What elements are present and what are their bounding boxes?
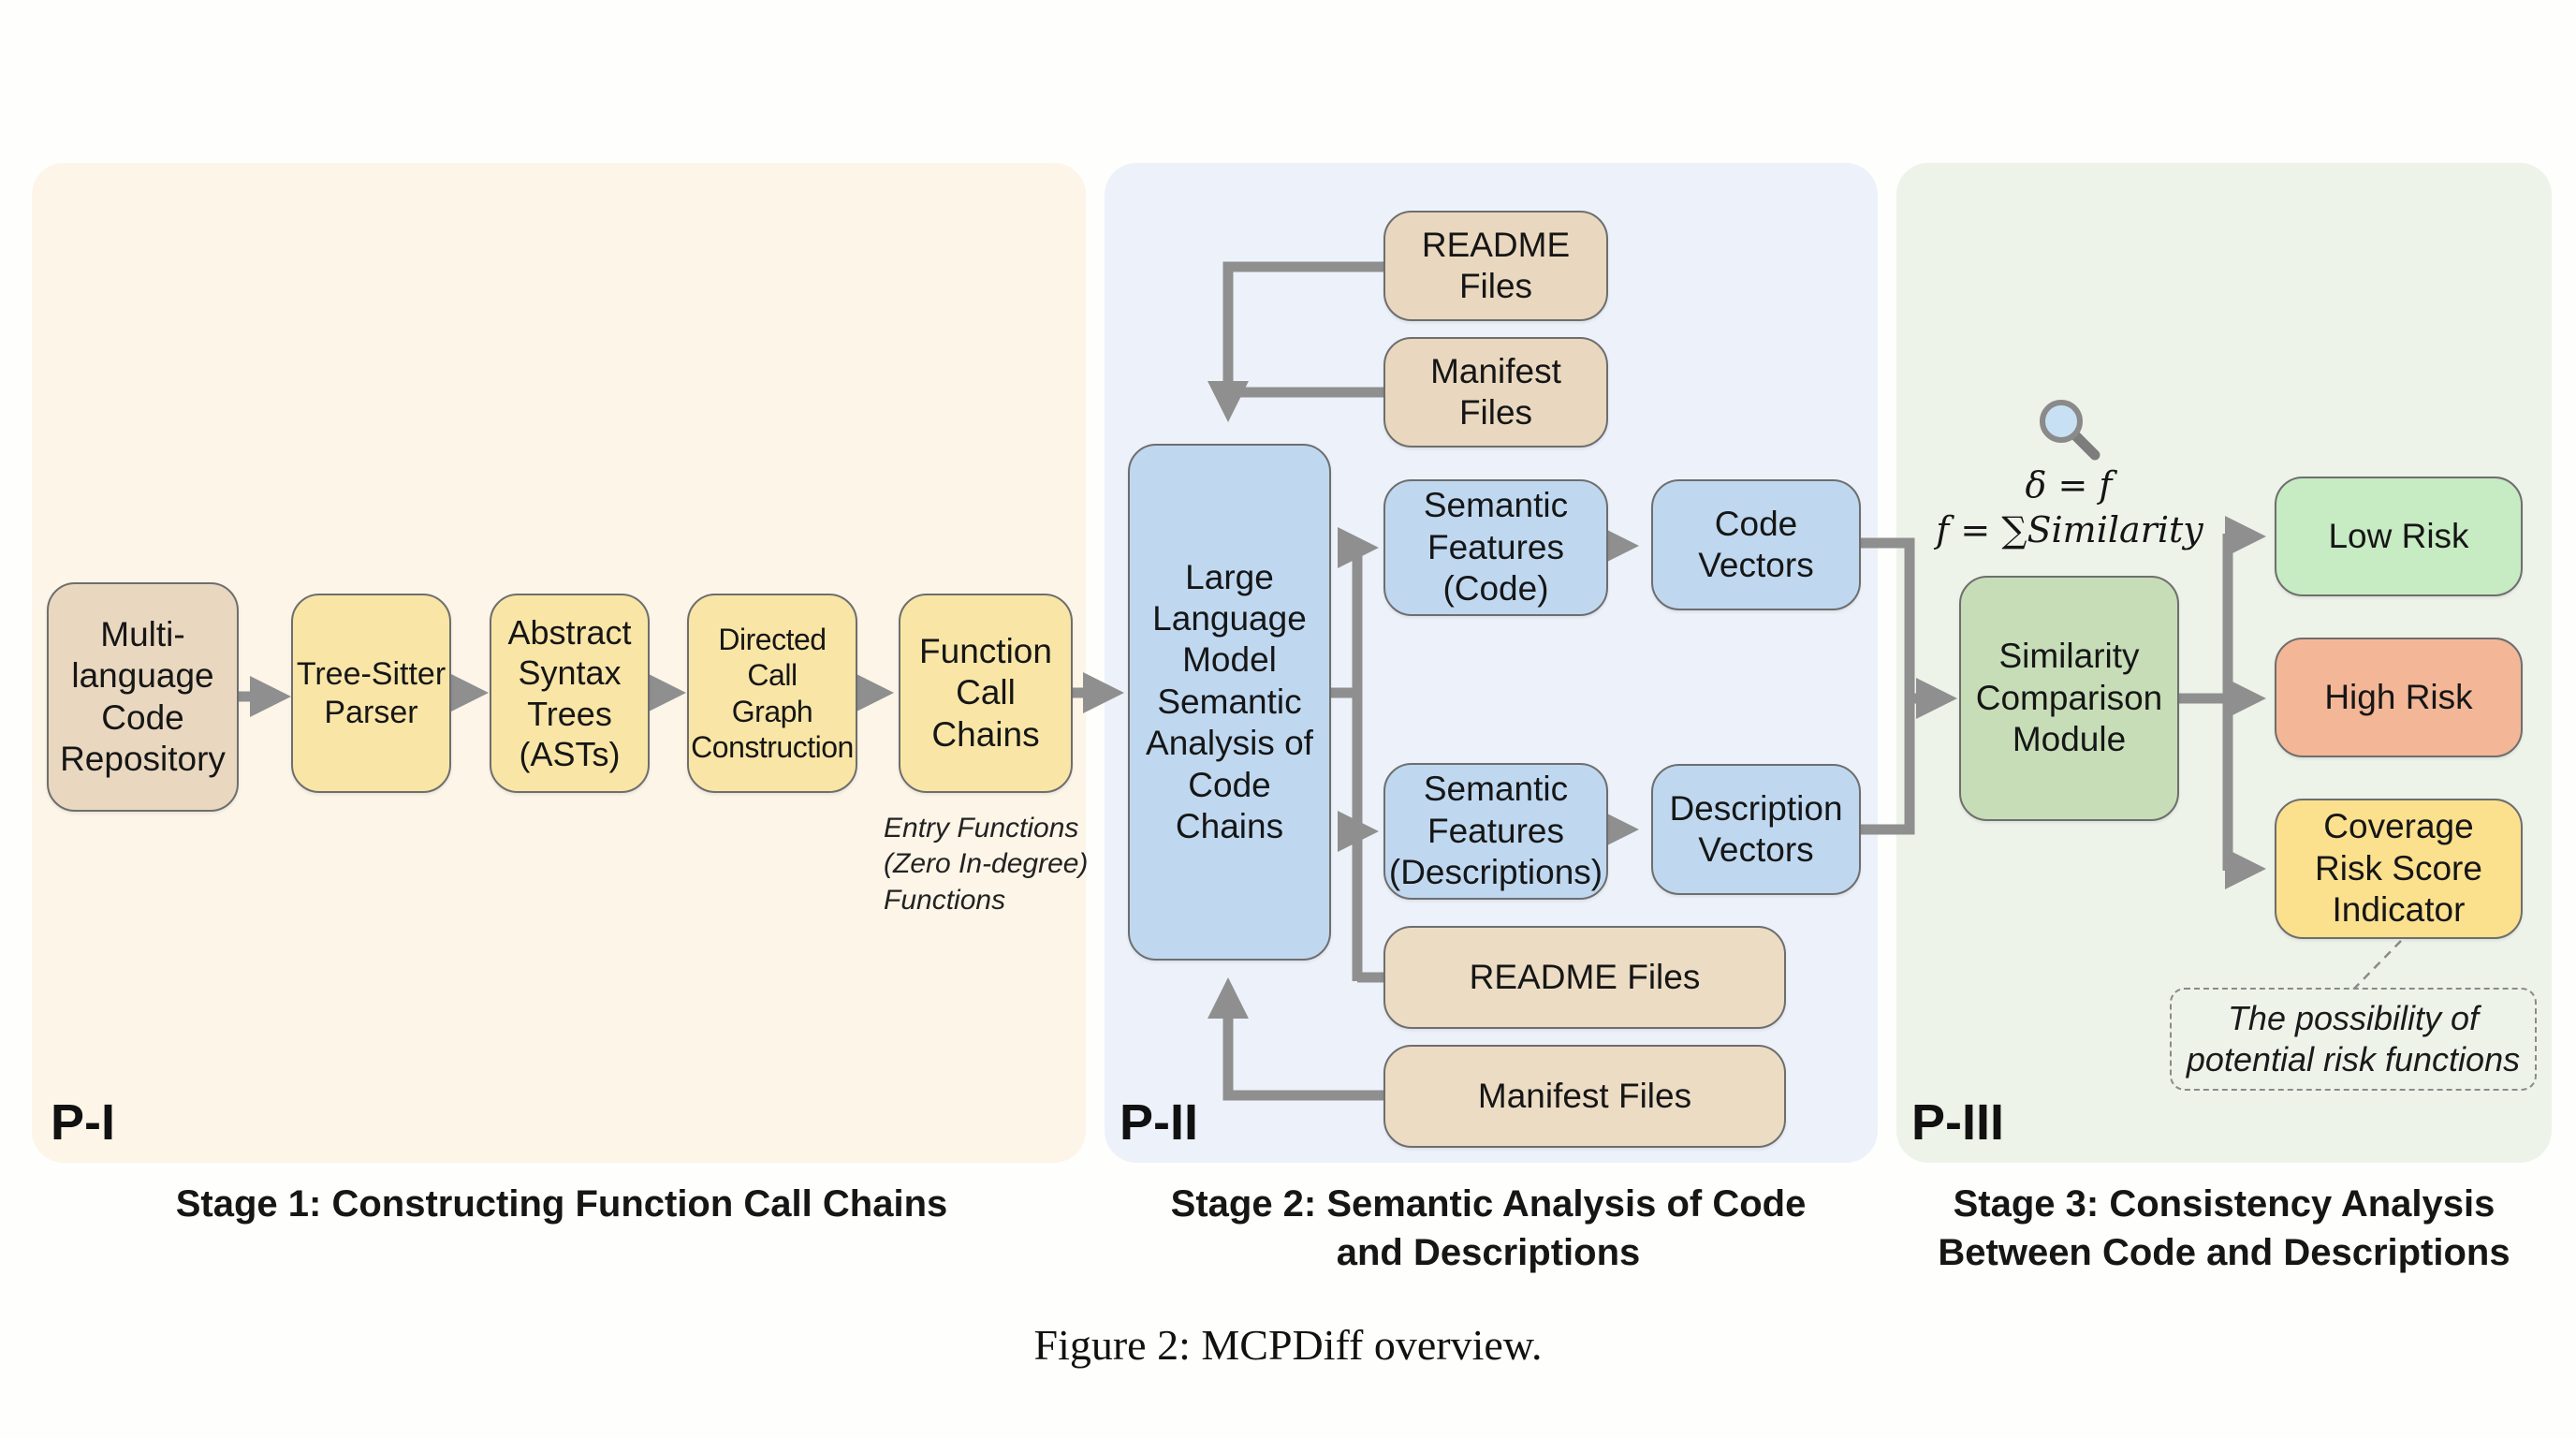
description-vectors-node: Description Vectors	[1651, 764, 1861, 895]
node-label: Similarity Comparison Module	[1975, 637, 2163, 759]
stage1-caption: Stage 1: Constructing Function Call Chai…	[175, 1183, 948, 1225]
coverage-risk-score-node: Coverage Risk Score Indicator	[2275, 799, 2523, 939]
function-call-chains-node: Function Call Chains	[899, 594, 1073, 793]
node-label: Large Language Model Semantic Analysis o…	[1146, 557, 1313, 845]
node-label: Coverage Risk Score Indicator	[2315, 807, 2482, 930]
code-repository-node: Multi- language Code Repository	[47, 582, 239, 812]
formula-similarity-sum: f = ∑Similarity	[1936, 509, 2203, 550]
node-label: Directed Call Graph Construction	[691, 622, 854, 764]
high-risk-node: High Risk	[2275, 638, 2523, 757]
node-label: Multi- language Code Repository	[60, 614, 226, 778]
magnifier-icon	[2037, 397, 2102, 462]
ast-node: Abstract Syntax Trees (ASTs)	[490, 594, 650, 793]
semantic-features-descriptions-node: Semantic Features (Descriptions)	[1383, 763, 1608, 900]
node-label: Tree-Sitter Parser	[296, 655, 446, 730]
panel-label-p2: P-II	[1120, 1094, 1199, 1151]
node-label: README Files	[1421, 225, 1571, 305]
low-risk-node: Low Risk	[2275, 477, 2523, 596]
stage2-caption: Stage 2: Semantic Analysis of Code and D…	[1170, 1183, 1807, 1273]
panel-label-p1: P-I	[51, 1094, 116, 1151]
node-label: Semantic Features (Descriptions)	[1388, 770, 1603, 892]
possibility-note: The possibility of potential risk functi…	[2170, 988, 2537, 1091]
node-label: Function Call Chains	[919, 631, 1052, 754]
node-label: Description Vectors	[1669, 788, 1843, 869]
node-label: README Files	[1469, 957, 1701, 996]
entry-functions-note: Entry Functions (Zero In-degree) Functio…	[884, 813, 1089, 916]
node-label: Manifest Files	[1430, 351, 1561, 432]
llm-analysis-node: Large Language Model Semantic Analysis o…	[1128, 444, 1331, 961]
semantic-features-code-node: Semantic Features (Code)	[1383, 479, 1608, 616]
node-label: Abstract Syntax Trees (ASTs)	[507, 613, 632, 773]
node-label: Low Risk	[2328, 516, 2469, 555]
node-label: Code Vectors	[1698, 504, 1814, 584]
stage3-caption: Stage 3: Consistency Analysis Between Co…	[1938, 1183, 2510, 1273]
tree-sitter-parser-node: Tree-Sitter Parser	[291, 594, 451, 793]
readme-files-bottom-node: README Files	[1383, 926, 1786, 1029]
readme-files-top-node: README Files	[1383, 211, 1608, 321]
node-label: Manifest Files	[1477, 1076, 1692, 1115]
call-graph-node: Directed Call Graph Construction	[687, 594, 857, 793]
node-label: Semantic Features (Code)	[1423, 486, 1569, 609]
formula-delta: δ = f	[2025, 464, 2113, 506]
panel-label-p3: P-III	[1911, 1094, 2005, 1151]
similarity-comparison-node: Similarity Comparison Module	[1959, 576, 2179, 821]
manifest-files-top-node: Manifest Files	[1383, 337, 1608, 448]
manifest-files-bottom-node: Manifest Files	[1383, 1045, 1786, 1148]
code-vectors-node: Code Vectors	[1651, 479, 1861, 610]
figure-caption: Figure 2: MCPDiff overview.	[1033, 1321, 1543, 1369]
node-label: High Risk	[2324, 677, 2473, 716]
